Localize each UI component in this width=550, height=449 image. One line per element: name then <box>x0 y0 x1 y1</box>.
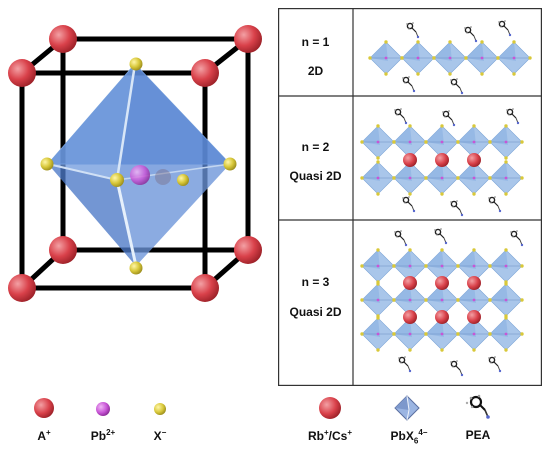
legend-pb-site-label: Pb2+ <box>90 428 116 443</box>
row1-n-label: n = 1 <box>301 35 330 49</box>
legend-octahedron-label: PbX64− <box>390 428 428 446</box>
row1-kind-label: 2D <box>307 64 324 78</box>
legend-rb-cs-swatch <box>319 397 341 419</box>
pbx6-octahedron <box>46 63 232 267</box>
row2-n-label: n = 2 <box>301 140 330 154</box>
legend-a-site-swatch <box>34 398 54 418</box>
row2-kind-label: Quasi 2D <box>289 169 342 183</box>
structure-n1 <box>367 19 533 95</box>
legend-x-site-swatch <box>154 403 166 415</box>
legend-rb-cs-label: Rb+/Cs+ <box>307 428 353 443</box>
legend-pea-swatch <box>465 394 490 419</box>
x-sites <box>40 57 237 275</box>
pb-site <box>130 165 150 185</box>
legend-pea-label: PEA <box>465 428 491 442</box>
pb-site-back <box>155 169 171 185</box>
layered-structure-table <box>278 8 542 386</box>
legend-pb-site-swatch <box>96 402 110 416</box>
structure-n2 <box>359 107 525 217</box>
legend-x-site-label: X− <box>153 428 167 443</box>
a-sites <box>8 25 262 302</box>
legend-a-site-label: A+ <box>37 428 51 443</box>
structure-n3 <box>359 227 525 377</box>
perovskite-unit-cell <box>8 25 262 302</box>
row3-kind-label: Quasi 2D <box>289 305 342 319</box>
legend-octahedron-swatch <box>394 395 420 421</box>
row3-n-label: n = 3 <box>301 275 330 289</box>
table-grid <box>278 8 542 386</box>
